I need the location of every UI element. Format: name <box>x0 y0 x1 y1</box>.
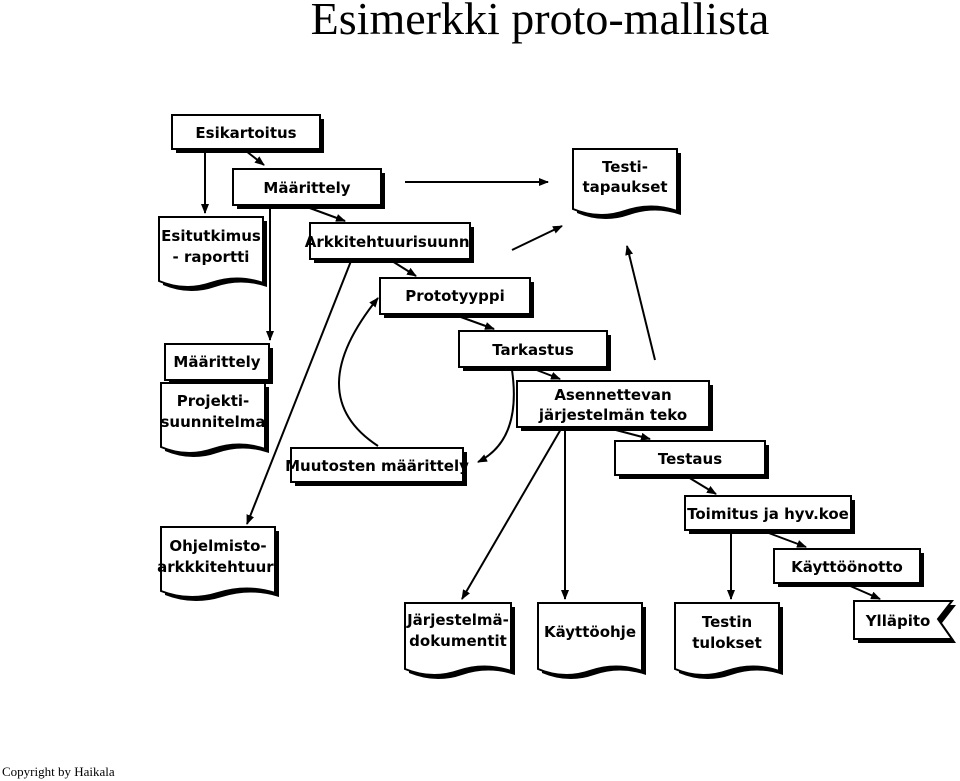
doc-label-line1: Esitutkimus <box>161 227 261 245</box>
doc-label: Määrittely <box>173 353 260 371</box>
process-label-line1: Asennettevan <box>554 386 671 404</box>
process-esikartoitus: Esikartoitus <box>171 114 324 153</box>
arrow-arkkitehtuuri-prototyyppi <box>391 260 417 277</box>
doc-esitutkimus: Esitutkimus - raportti <box>158 216 267 292</box>
copyright-text: Copyright by Haikala <box>2 764 115 779</box>
doc-testin-tulokset: Testin tulokset <box>674 602 783 680</box>
process-label: Ylläpito <box>865 612 931 630</box>
arrow-toimitus-kayttoonotto <box>765 531 807 548</box>
process-label: Prototyyppi <box>405 287 505 305</box>
doc-label: Käyttöohje <box>544 623 636 641</box>
process-asennettevan: Asennettevan järjestelmän teko <box>516 380 713 431</box>
process-label: Tarkastus <box>492 341 574 359</box>
doc-label-line2: tapaukset <box>582 178 667 196</box>
process-maarittely: Määrittely <box>232 168 385 209</box>
process-label: Määrittely <box>263 179 350 197</box>
arrow-tarkastus-muutosten <box>477 369 515 463</box>
doc-label-line2: - raportti <box>173 248 250 266</box>
process-muutosten-maarittely: Muutosten määrittely <box>285 447 469 486</box>
arrow-testaus-toimitus <box>687 476 717 495</box>
process-label: Muutosten määrittely <box>285 457 469 475</box>
doc-jarjestelmadokumentit: Järjestelmä- dokumentit <box>404 602 515 680</box>
doc-label-line1: Järjestelmä- <box>406 611 509 629</box>
process-label-line2: järjestelmän teko <box>538 406 687 424</box>
arrow-asennettevan-testaus <box>611 428 651 441</box>
flow-arrows <box>201 150 881 600</box>
arrow-to-testitapaukset-2 <box>625 245 656 361</box>
process-tarkastus: Tarkastus <box>458 330 611 371</box>
process-label: Esikartoitus <box>195 124 296 142</box>
doc-testitapaukset: Testi- tapaukset <box>572 148 681 220</box>
arrow-muutosten-prototyyppi <box>338 297 379 447</box>
arrow-maarittely-arkkitehtuuri <box>306 206 346 222</box>
doc-label-line1: Projekti- <box>177 392 250 410</box>
page-title: Esimerkki proto-mallista <box>310 0 770 44</box>
process-prototyyppi: Prototyyppi <box>379 277 534 318</box>
arrow-prototyyppi-tarkastus <box>457 315 495 330</box>
process-arkkitehtuurisuunn: Arkkitehtuurisuunn. <box>305 222 476 263</box>
arrow-arkkitehtuuri-testitapaukset <box>511 225 563 251</box>
doc-projektisuunnitelma: Projekti- suunnitelma <box>160 382 269 458</box>
arrow-kayttoonotto-yllapito <box>847 584 881 600</box>
doc-ohjelmistoarkkitehtuuri: Ohjelmisto- arkkkitehtuuri <box>157 526 279 602</box>
arrow-tarkastus-asennettevan <box>533 368 561 380</box>
process-testaus: Testaus <box>614 440 769 479</box>
doc-label-line2: suunnitelma <box>160 413 265 431</box>
doc-label-line2: arkkkitehtuuri <box>157 558 279 576</box>
doc-kayttoohje: Käyttöohje <box>537 602 646 680</box>
process-kayttoonotto: Käyttöönotto <box>773 548 924 587</box>
process-toimitus: Toimitus ja hyv.koe <box>684 495 855 534</box>
doc-label-line1: Testin <box>702 613 752 631</box>
process-diagram: Esikartoitus Määrittely Arkkitehtuurisuu… <box>157 114 956 680</box>
process-label: Toimitus ja hyv.koe <box>687 505 849 523</box>
process-label: Arkkitehtuurisuunn. <box>305 233 476 251</box>
arrow-arkkitehtuuri-ohjelmisto <box>246 260 352 525</box>
doc-label-line2: tulokset <box>692 634 762 652</box>
arrow-esikartoitus-maarittely <box>245 150 265 166</box>
doc-label-line1: Ohjelmisto- <box>169 537 266 555</box>
process-label: Käyttöönotto <box>791 558 903 576</box>
doc-maarittely: Määrittely <box>164 343 273 384</box>
process-label: Testaus <box>658 450 722 468</box>
doc-label-line1: Testi- <box>602 158 648 176</box>
doc-label-line2: dokumentit <box>409 632 507 650</box>
process-yllapito-flag: Ylläpito <box>853 600 956 643</box>
arrow-asennettevan-jarjestelmadok <box>461 428 562 600</box>
